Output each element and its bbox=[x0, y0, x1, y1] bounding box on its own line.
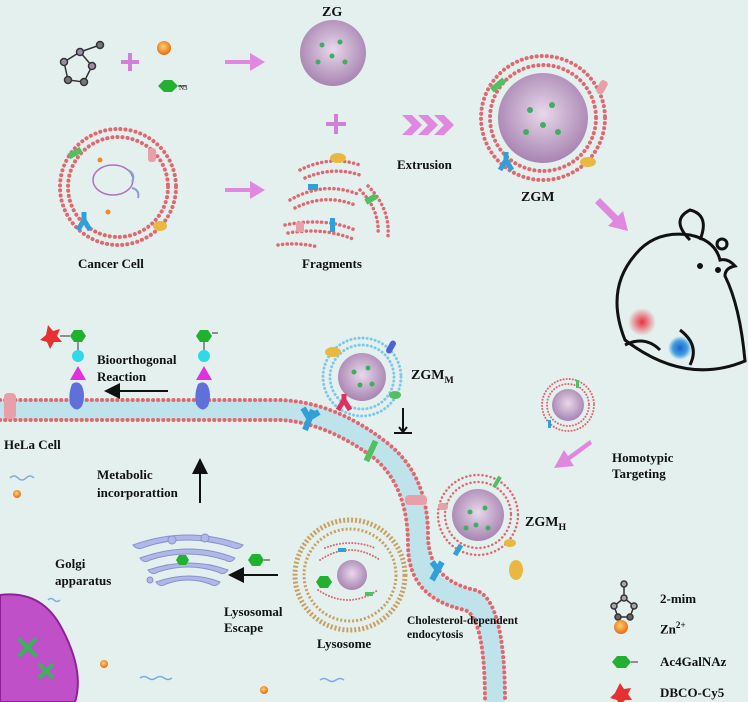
golgi-label-line2: apparatus bbox=[55, 573, 112, 588]
cancer-cell bbox=[58, 127, 178, 247]
zgm-nanoparticle bbox=[479, 54, 608, 182]
ac4galnaz-free-icon bbox=[248, 554, 270, 566]
dbco-cy5-star-icon bbox=[40, 325, 62, 349]
zgm-h-label: ZGMH bbox=[525, 515, 567, 533]
zg-nanoparticle bbox=[300, 20, 366, 86]
cancer-cell-label: Cancer Cell bbox=[78, 256, 144, 271]
rna-strands bbox=[9, 475, 345, 683]
hela-cell-membrane bbox=[0, 398, 507, 702]
plus-icon bbox=[326, 114, 346, 134]
endocytosis-label-line1: Cholesterol-dependent bbox=[407, 615, 518, 627]
extrusion-label: Extrusion bbox=[397, 157, 452, 172]
legend-dbco-cy5-icon bbox=[610, 683, 632, 702]
legend-item-zn: Zn2+ bbox=[660, 620, 686, 637]
plus-icon bbox=[121, 53, 139, 71]
arrow-to-zg bbox=[225, 53, 265, 71]
inhibition-icon bbox=[394, 408, 412, 434]
hela-cell-label: HeLa Cell bbox=[4, 437, 61, 452]
n3-label: N3 bbox=[179, 84, 188, 92]
membrane-protein-yellow bbox=[509, 560, 523, 580]
membrane-receptor-blue bbox=[300, 406, 321, 432]
zn-legend-icon bbox=[614, 620, 628, 634]
legend-ac4galnaz-icon bbox=[612, 656, 638, 668]
lysosomal-escape-line2: Escape bbox=[224, 620, 263, 635]
nucleus bbox=[0, 593, 79, 702]
homotypic-label-line2: Targeting bbox=[612, 466, 666, 481]
fragment-proteins bbox=[296, 153, 378, 232]
chromosome-icons bbox=[18, 638, 54, 679]
zg-label: ZG bbox=[322, 5, 343, 20]
zgm-label: ZGM bbox=[521, 190, 555, 205]
zgm-m-label: ZGMM bbox=[411, 368, 454, 386]
endocytosis-label-line2: endocytosis bbox=[407, 629, 464, 641]
legend-item-ac4galnaz: Ac4GalNAz bbox=[660, 654, 727, 669]
2-mim-molecule-icon bbox=[59, 40, 105, 87]
zn-ion-icon bbox=[157, 41, 171, 55]
homotypic-targeting-arrow bbox=[554, 440, 592, 468]
metabolic-label-line2: incorporattion bbox=[97, 485, 178, 500]
golgi-ac4galnaz-icon bbox=[176, 555, 189, 565]
extrusion-arrow bbox=[402, 115, 454, 135]
membrane-protein-pink bbox=[4, 393, 16, 419]
lysosomal-escape-line1: Lysosomal bbox=[224, 604, 283, 619]
membrane-protein-pink bbox=[405, 495, 427, 505]
azide-glycan bbox=[195, 330, 218, 410]
legend-2-mim-icon bbox=[610, 580, 638, 621]
zn-debris bbox=[13, 490, 268, 694]
zgm-m-nanoparticle bbox=[321, 336, 403, 418]
legend-item-dbco-cy5: DBCO-Cy5 bbox=[660, 685, 725, 700]
tumor-glow bbox=[628, 308, 656, 336]
ac4galnaz-icon bbox=[158, 80, 186, 92]
fragments-label: Fragments bbox=[302, 256, 362, 271]
legend-item-2-mim: 2-mim bbox=[660, 591, 697, 606]
zgm-h-nanoparticle bbox=[436, 473, 520, 557]
arrow-to-mouse bbox=[595, 198, 628, 231]
membrane-fragments bbox=[276, 159, 390, 249]
mouse-illustration bbox=[615, 208, 747, 372]
labeled-glycan-dbco bbox=[40, 325, 86, 410]
golgi-apparatus bbox=[132, 533, 244, 587]
bioorthogonal-label-line1: Bioorthogonal bbox=[97, 352, 177, 367]
bioorthogonal-label-line2: Reaction bbox=[97, 369, 147, 384]
liver-glow bbox=[668, 336, 692, 360]
membrane-protein-green bbox=[363, 439, 379, 463]
lysosome-label: Lysosome bbox=[317, 636, 372, 651]
homotypic-label-line1: Homotypic bbox=[612, 450, 674, 465]
golgi-label-line1: Golgi bbox=[55, 556, 86, 571]
membrane-receptor-blue bbox=[429, 560, 445, 582]
lysosome bbox=[292, 517, 408, 633]
arrow-to-fragments bbox=[225, 181, 265, 199]
metabolic-label-line1: Metabolic bbox=[97, 467, 153, 482]
small-zgm-nanoparticle bbox=[541, 378, 595, 432]
